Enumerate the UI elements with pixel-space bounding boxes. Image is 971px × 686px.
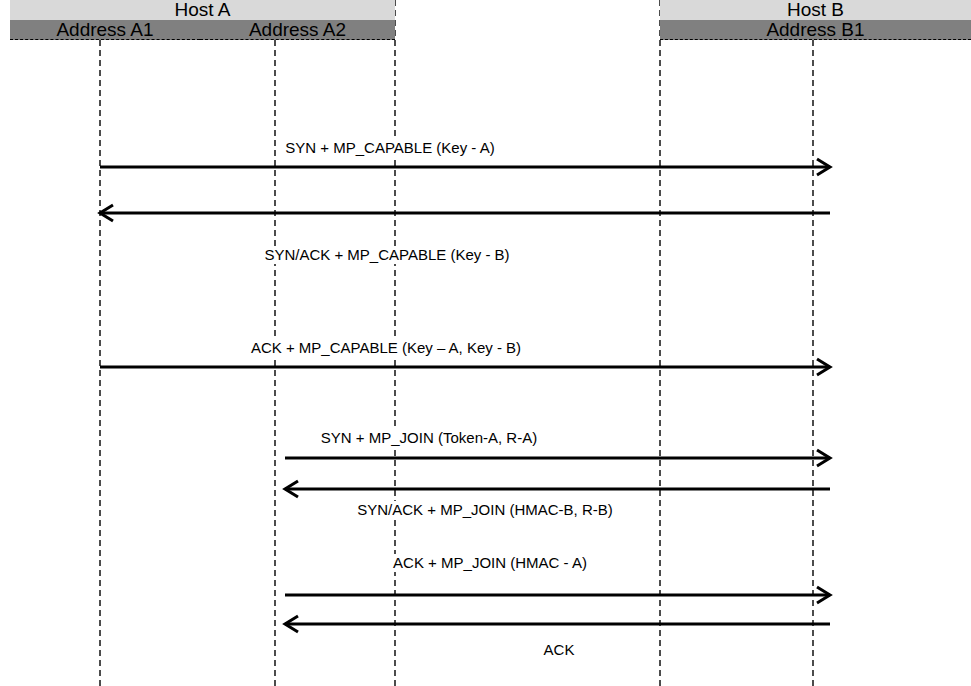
arrow-head <box>285 481 298 497</box>
message-label: ACK <box>540 641 579 659</box>
message-arrow <box>285 481 830 497</box>
message-arrow <box>285 616 830 632</box>
address-box: Address A1 <box>10 20 200 40</box>
host-label: Host B <box>660 0 971 20</box>
address-label: Address A1 <box>10 20 200 40</box>
arrow-shaft <box>285 594 830 597</box>
message-arrow <box>100 205 830 221</box>
lifeline <box>812 40 813 686</box>
lifeline <box>99 40 100 686</box>
host-box: Host AAddress A1Address A2 <box>10 0 395 40</box>
arrow-shaft <box>285 488 830 491</box>
arrow-head <box>100 205 113 221</box>
message-label: SYN/ACK + MP_JOIN (HMAC-B, R-B) <box>353 501 616 519</box>
arrow-shaft <box>100 366 830 369</box>
arrow-shaft <box>100 212 830 215</box>
message-arrow <box>285 450 830 466</box>
arrow-head <box>285 616 298 632</box>
lifeline <box>274 40 275 686</box>
host-box: Host BAddress B1 <box>660 0 971 40</box>
arrow-shaft <box>100 166 830 169</box>
message-label: ACK + MP_CAPABLE (Key – A, Key - B) <box>247 339 525 357</box>
message-arrow <box>285 587 830 603</box>
address-box: Address A2 <box>200 20 395 40</box>
arrow-head <box>817 587 830 603</box>
host-boundary <box>659 0 660 686</box>
message-label: SYN/ACK + MP_CAPABLE (Key - B) <box>260 246 513 264</box>
message-label: SYN + MP_JOIN (Token-A, R-A) <box>317 429 541 447</box>
arrow-head <box>817 359 830 375</box>
host-label: Host A <box>10 0 395 20</box>
arrow-head <box>817 450 830 466</box>
address-label: Address B1 <box>660 20 971 40</box>
message-label: ACK + MP_JOIN (HMAC - A) <box>389 554 591 572</box>
message-arrow <box>100 359 830 375</box>
arrow-head <box>817 159 830 175</box>
arrow-shaft <box>285 457 830 460</box>
address-label: Address A2 <box>200 20 395 40</box>
message-arrow <box>100 159 830 175</box>
message-label: SYN + MP_CAPABLE (Key - A) <box>281 139 498 157</box>
address-box: Address B1 <box>660 20 971 40</box>
arrow-shaft <box>285 623 830 626</box>
